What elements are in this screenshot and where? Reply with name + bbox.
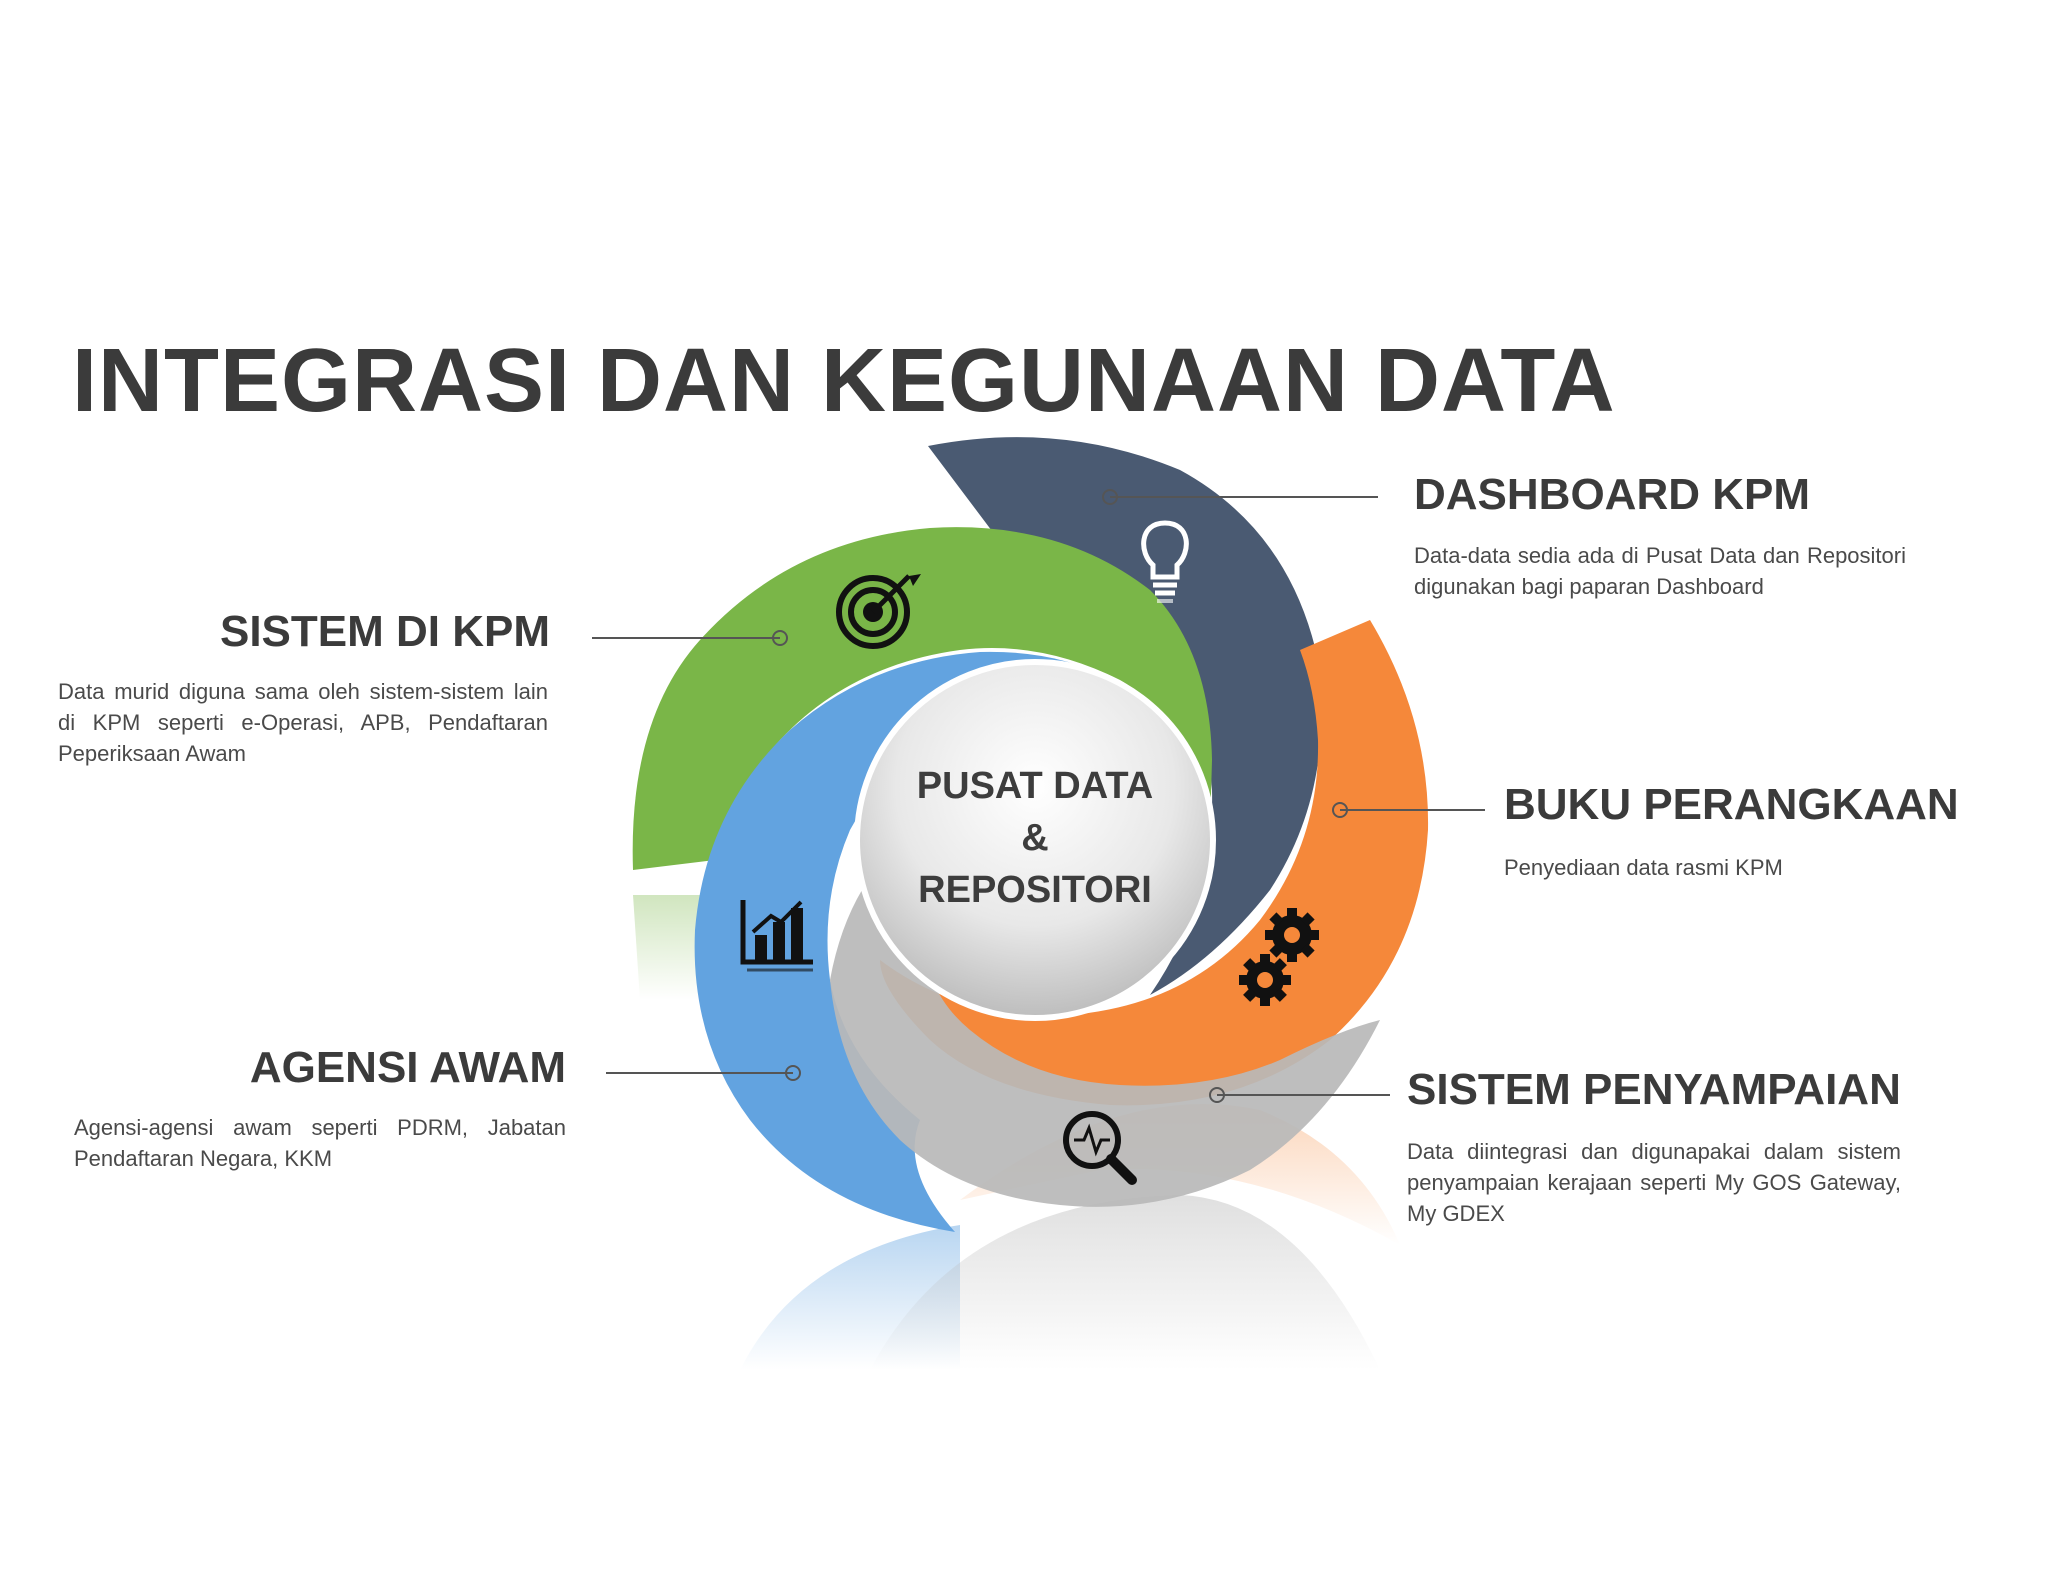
buku-heading: BUKU PERANGKAAN [1504, 780, 1959, 829]
center-label-line2: & [1021, 817, 1049, 859]
green-reflection [633, 895, 710, 1000]
agensi-desc: Agensi-agensi awam seperti PDRM, Jabatan… [74, 1115, 566, 1171]
lightbulb-icon [1141, 520, 1189, 603]
agensi-heading: AGENSI AWAM [249, 1043, 566, 1092]
penyampaian-heading: SISTEM PENYAMPAIAN [1407, 1065, 1901, 1114]
target-icon [836, 574, 921, 649]
penyampaian-segment [830, 788, 1380, 1207]
connector-sistem-kpm [592, 630, 788, 646]
connector-agensi [606, 1065, 801, 1081]
connector-buku [1332, 802, 1485, 818]
dashboard-segment [928, 437, 1322, 996]
buku-desc: Penyediaan data rasmi KPM [1504, 855, 1783, 880]
center-label-line3: REPOSITORI [918, 869, 1152, 911]
agensi-segment [694, 651, 1110, 1232]
gray-reflection [870, 1195, 1380, 1370]
center-label: PUSAT DATA & REPOSITORI [900, 760, 1170, 916]
dashboard-desc: Data-data sedia ada di Pusat Data dan Re… [1414, 543, 1906, 599]
bar-chart-icon [740, 900, 813, 972]
center-label-line1: PUSAT DATA [916, 765, 1154, 807]
dashboard-heading: DASHBOARD KPM [1414, 470, 1810, 519]
connector-dashboard [1102, 489, 1378, 505]
connector-penyampaian [1209, 1087, 1390, 1103]
penyampaian-desc: Data diintegrasi dan digunapakai dalam s… [1407, 1139, 1901, 1226]
magnifier-pulse-icon [1063, 1111, 1137, 1185]
page-title: INTEGRASI DAN KEGUNAAN DATA [72, 331, 1616, 431]
buku-segment [880, 620, 1429, 1106]
sistem-kpm-segment [632, 527, 1212, 870]
sistem-kpm-heading: SISTEM DI KPM [219, 607, 550, 656]
gears-icon [1239, 908, 1319, 1006]
center-circle [854, 659, 1216, 1021]
sistem-kpm-desc: Data murid diguna sama oleh sistem-siste… [58, 679, 548, 766]
